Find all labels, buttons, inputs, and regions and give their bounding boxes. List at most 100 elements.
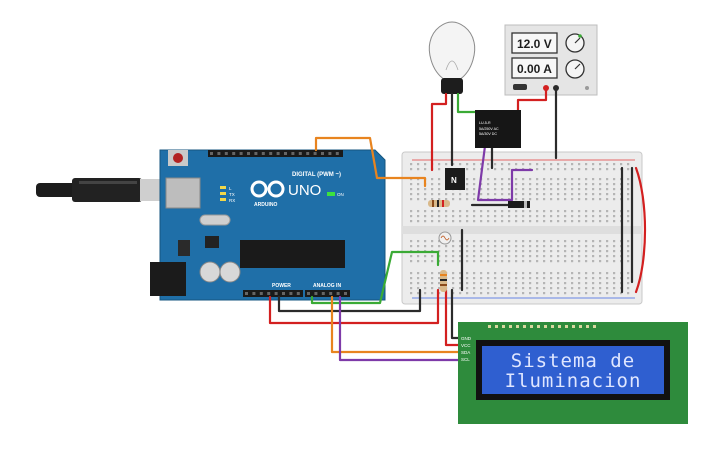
breadboard-hole (564, 245, 567, 248)
breadboard-hole (438, 183, 441, 186)
breadboard-hole (536, 260, 539, 263)
breadboard[interactable] (401, 151, 643, 305)
breadboard-hole (466, 282, 469, 285)
breadboard-hole (578, 178, 581, 181)
breadboard-hole (550, 193, 553, 196)
header-pin (321, 152, 324, 155)
breadboard-hole (452, 210, 455, 213)
relay[interactable]: LU-5-R 5A/250V AC 5A/30V DC (475, 110, 521, 148)
breadboard-hole (627, 250, 630, 253)
breadboard-hole (473, 292, 476, 295)
breadboard-hole (571, 272, 574, 275)
transistor[interactable]: N (445, 168, 465, 190)
breadboard-hole (438, 163, 441, 166)
breadboard-hole (522, 220, 525, 223)
lcd-header-pin (593, 325, 596, 328)
breadboard-hole (487, 215, 490, 218)
breadboard-hole (459, 220, 462, 223)
breadboard-hole (508, 250, 511, 253)
breadboard-hole (529, 255, 532, 258)
breadboard-hole (550, 277, 553, 280)
breadboard-hole (592, 250, 595, 253)
lcd-line-1: Sistema de (511, 350, 635, 372)
breadboard-hole (438, 260, 441, 263)
breadboard-hole (529, 198, 532, 201)
breadboard-hole (417, 282, 420, 285)
breadboard-hole (508, 220, 511, 223)
power-switch[interactable] (513, 84, 527, 90)
relay-label-3: 5A/30V DC (479, 132, 497, 136)
breadboard-hole (613, 193, 616, 196)
breadboard-hole (452, 250, 455, 253)
breadboard-hole (592, 163, 595, 166)
breadboard-hole (466, 260, 469, 263)
lcd-header-pin (544, 325, 547, 328)
lcd-pin-scl: SCL (461, 357, 470, 362)
breadboard-hole (571, 282, 574, 285)
wires (268, 86, 647, 362)
breadboard-hole (522, 193, 525, 196)
breadboard-hole (550, 163, 553, 166)
breadboard-hole (494, 240, 497, 243)
digital-header (208, 150, 343, 157)
lcd-module[interactable]: Sistema de Iluminacion GND VCC SDA SCL (458, 322, 688, 424)
breadboard-hole (529, 240, 532, 243)
breadboard-hole (438, 215, 441, 218)
breadboard-hole (445, 220, 448, 223)
analog-header (305, 290, 350, 297)
ldr-sensor (438, 231, 452, 245)
breadboard-hole (515, 188, 518, 191)
power-supply[interactable]: 12.0 V 0.00 A (504, 24, 598, 96)
breadboard-hole (410, 292, 413, 295)
on-label: ON (337, 192, 344, 197)
breadboard-hole (599, 210, 602, 213)
breadboard-hole (501, 272, 504, 275)
breadboard-hole (515, 282, 518, 285)
arduino-uno-board[interactable]: UNO ARDUINO DIGITAL (PWM ~) POWER ANALOG… (150, 149, 386, 301)
breadboard-hole (592, 210, 595, 213)
breadboard-hole (445, 245, 448, 248)
breadboard-hole (543, 188, 546, 191)
breadboard-hole (620, 292, 623, 295)
current-display (511, 57, 558, 79)
breadboard-hole (480, 215, 483, 218)
breadboard-hole (480, 188, 483, 191)
breadboard-hole (410, 277, 413, 280)
breadboard-hole (522, 198, 525, 201)
breadboard-hole (550, 255, 553, 258)
breadboard-hole (501, 210, 504, 213)
breadboard-hole (571, 163, 574, 166)
lcd-header-pin (488, 325, 491, 328)
ground-terminal (585, 86, 589, 90)
header-pin (239, 152, 243, 155)
breadboard-hole (585, 193, 588, 196)
breadboard-hole (550, 215, 553, 218)
relay-label-1: LU-5-R (479, 121, 491, 125)
breadboard-hole (578, 277, 581, 280)
breadboard-hole (613, 210, 616, 213)
breadboard-hole (564, 210, 567, 213)
breadboard-hole (410, 168, 413, 171)
power-header (243, 290, 303, 297)
reset-button-cap[interactable] (173, 153, 183, 163)
breadboard-hole (431, 188, 434, 191)
breadboard-hole (480, 292, 483, 295)
breadboard-hole (473, 220, 476, 223)
breadboard-hole (522, 277, 525, 280)
breadboard-hole (508, 287, 511, 290)
breadboard-hole (529, 277, 532, 280)
breadboard-hole (571, 168, 574, 171)
breadboard-hole (543, 183, 546, 186)
breadboard-hole (620, 163, 623, 166)
breadboard-hole (557, 215, 560, 218)
breadboard-hole (585, 163, 588, 166)
lcd-header-pin (530, 325, 533, 328)
wire-red-rail (634, 166, 647, 294)
breadboard-hole (417, 183, 420, 186)
breadboard-hole (438, 272, 441, 275)
breadboard-hole (571, 245, 574, 248)
breadboard-hole (487, 193, 490, 196)
breadboard-hole (550, 178, 553, 181)
breadboard-hole (613, 240, 616, 243)
power-label: POWER (272, 283, 291, 289)
